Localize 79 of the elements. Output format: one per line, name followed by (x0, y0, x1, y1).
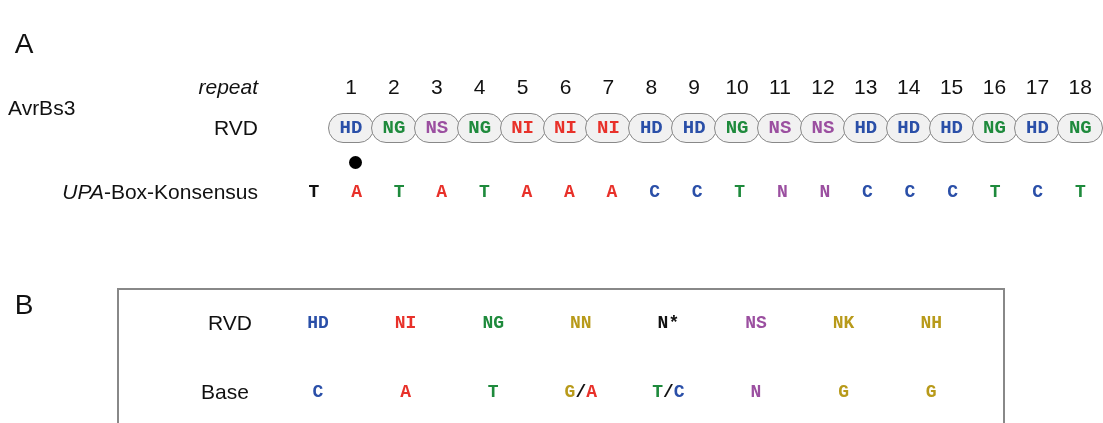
rvd-repeat-pill: HD (885, 113, 932, 143)
rvd-code: NG (482, 313, 504, 333)
repeat-number: 8 (645, 75, 658, 99)
row-heading: RVD (208, 311, 252, 335)
repeat-number: 9 (688, 75, 701, 99)
base-letter: N (776, 182, 788, 202)
base-letter: N (750, 382, 762, 402)
row-heading: UPA-Box-Konsensus (62, 180, 258, 204)
rvd-code: HD (307, 313, 329, 333)
base-letter: T (989, 182, 1001, 202)
repeat-number: 12 (811, 75, 835, 99)
rvd-repeat-pill: HD (671, 113, 718, 143)
rvd-repeat-pill: HD (1014, 113, 1061, 143)
row-heading: Base (201, 380, 249, 404)
base-letter: T (1074, 182, 1086, 202)
base-letter: C (691, 182, 703, 202)
repeat-number: 6 (559, 75, 572, 99)
base-letter: A (606, 182, 618, 202)
base-letter: A (521, 182, 533, 202)
base-letter: T (308, 182, 320, 202)
base-letter: C (947, 182, 958, 202)
rvd-repeat-pill: NI (585, 113, 632, 143)
base-letter: C (312, 382, 324, 402)
rvd-code: N* (657, 313, 680, 333)
rvd-repeat-pill: NS (757, 113, 803, 143)
rvd-repeat-pill: NG (370, 113, 417, 143)
repeat-number: 5 (516, 75, 529, 99)
rvd-code: NI (394, 313, 417, 333)
base-letter: C (1032, 182, 1044, 202)
base-letter: A (400, 382, 411, 402)
base-letter: T (478, 182, 490, 202)
repeat-number: 16 (982, 75, 1007, 99)
repeat-number: 10 (725, 75, 749, 99)
base-letter: T (393, 182, 405, 202)
panel-letter: B (14, 289, 34, 321)
base-letter: A (564, 182, 575, 202)
rvd-repeat-pill: NG (971, 113, 1018, 143)
rvd-repeat-pill: HD (928, 113, 975, 143)
repeat-number: 18 (1068, 75, 1092, 99)
rvd-repeat-pill: NI (499, 113, 546, 143)
repeat-number: 2 (388, 75, 400, 99)
repeat-number: 13 (854, 75, 878, 99)
repeat-number: 11 (769, 75, 791, 99)
repeat-number: 17 (1025, 75, 1050, 99)
repeat-number: 14 (897, 75, 921, 99)
rvd-code: NK (832, 313, 855, 333)
base-letter: G/A (564, 382, 597, 402)
repeat-number: 3 (430, 75, 443, 99)
rvd-repeat-pill: NG (1057, 113, 1103, 143)
row-heading: RVD (214, 116, 258, 140)
base-letter: T (734, 182, 746, 202)
repeat-number: 7 (602, 75, 615, 99)
base-letter: T (487, 382, 499, 402)
rvd-repeat-pill: NI (542, 113, 589, 143)
base-letter: G (925, 382, 937, 402)
rvd-repeat-pill: NG (714, 113, 761, 143)
protein-name: AvrBs3 (8, 96, 76, 120)
rvd-code: NH (920, 313, 942, 333)
base-letter: C (649, 182, 660, 202)
repeat-number: 15 (939, 75, 964, 99)
row-heading: repeat (198, 75, 258, 99)
rvd-repeat-pill: HD (842, 113, 889, 143)
rvd-repeat-pill: HD (328, 113, 374, 143)
base-letter: A (351, 182, 362, 202)
repeat-number: 4 (473, 75, 486, 99)
rvd-code: NS (745, 313, 767, 333)
base-letter: G (838, 382, 849, 402)
base-letter: N (819, 182, 831, 202)
rvd-repeat-pill: NG (456, 113, 503, 143)
base-letter: T/C (652, 382, 685, 402)
panel-letter: A (14, 28, 34, 60)
base-letter: C (904, 182, 916, 202)
repeat-number: 1 (345, 75, 357, 99)
rvd-repeat-pill: NS (413, 113, 460, 143)
base-letter: A (436, 182, 448, 202)
rvd-repeat-pill: HD (628, 113, 675, 143)
rvd-code: NN (570, 313, 592, 333)
rvd-repeat-pill: NS (799, 113, 846, 143)
base-letter: C (862, 182, 873, 202)
